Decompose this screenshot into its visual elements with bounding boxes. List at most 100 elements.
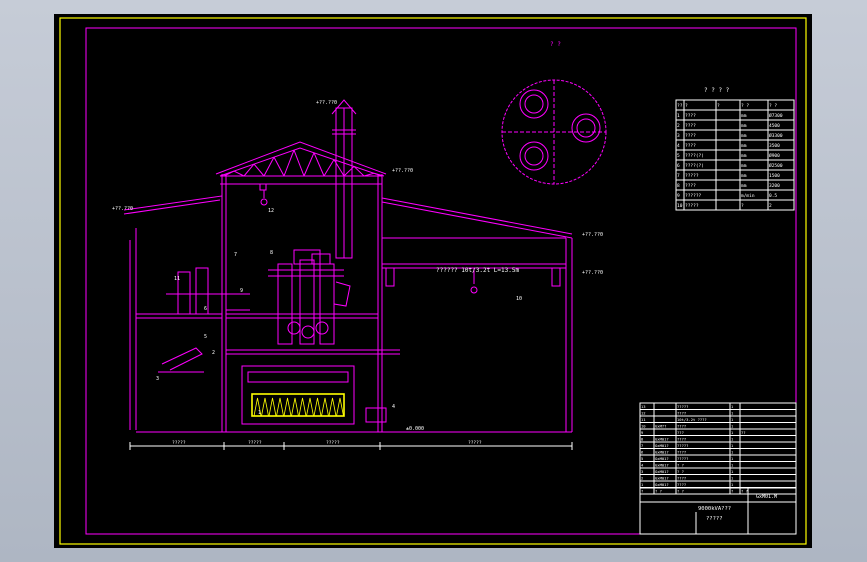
params-cell: mm — [741, 124, 747, 129]
overhead-crane — [382, 263, 566, 294]
part-callout: 6 — [204, 306, 207, 312]
parts-cell: 1 — [731, 411, 734, 416]
parts-cell: 1 — [731, 456, 734, 461]
parts-cell: 1 — [731, 482, 734, 487]
part-callout: 8 — [270, 250, 273, 256]
elev-right-top: +??.??0 — [582, 232, 603, 238]
dim-3: ????? — [326, 440, 340, 446]
parts-cell: ???? — [677, 437, 686, 442]
parts-cell: 12 — [641, 411, 646, 416]
drawing-number: GxM01.M — [756, 494, 777, 500]
params-cell: 3200 — [769, 183, 780, 189]
parts-cell: 10t/3.2t ???? — [677, 417, 707, 422]
parts-cell: 1 — [731, 469, 734, 474]
parts-cell: 1 — [731, 430, 734, 435]
parts-cell: GxM?? — [655, 424, 666, 429]
left-roof — [123, 184, 223, 211]
parts-cell: 11 — [641, 417, 646, 422]
parts-cell: 4 — [641, 463, 644, 468]
title-block: GxM01.M 9000kVA??? ????? — [639, 487, 797, 535]
parts-cell: GxM01? — [655, 450, 669, 455]
parts-cell: GxM01? — [655, 437, 669, 442]
params-header-cell: ? ? — [741, 103, 749, 109]
part-callout: 1 — [258, 410, 261, 416]
params-cell: Ø900 — [769, 152, 780, 159]
parts-cell: 1 — [731, 450, 734, 455]
params-cell: mm — [741, 144, 747, 149]
parts-cell: GxM01? — [655, 469, 669, 474]
elev-roof-ridge: +??.??0 — [392, 168, 413, 174]
part-callout: 7 — [234, 252, 237, 258]
parts-cell: ???? — [677, 424, 686, 429]
elev-floor: ±0.000 — [406, 426, 424, 432]
params-cell: ???? — [685, 123, 696, 129]
feeding-equipment — [158, 267, 250, 373]
params-cell: 9 — [677, 193, 680, 199]
params-cell: mm — [741, 184, 747, 189]
furnace-body — [241, 365, 387, 425]
parts-header-cell: ? ? — [741, 489, 748, 494]
params-cell: 5 — [677, 153, 680, 159]
parts-header-cell: ? — [731, 489, 733, 494]
params-cell: mm — [741, 134, 747, 139]
parts-cell: 1 — [731, 476, 734, 481]
parts-cell: 1 — [731, 404, 734, 409]
parts-cell: 7 — [641, 443, 643, 448]
parts-cell: 1 — [731, 443, 734, 448]
params-cell: ?????? — [685, 193, 702, 199]
parts-cell: GxM01? — [655, 482, 669, 487]
params-cell: 1500 — [769, 173, 780, 179]
parts-cell: 13 — [641, 404, 646, 409]
params-cell: mm — [741, 114, 747, 119]
parts-header-cell: ? ? — [655, 489, 662, 494]
parts-cell: 1 — [731, 463, 734, 468]
dim-1: ????? — [172, 440, 186, 446]
outer-frame — [59, 17, 807, 545]
parts-cell: ???? — [677, 482, 686, 487]
part-callout: 10 — [516, 296, 522, 302]
parts-cell: ????? — [677, 443, 688, 448]
parts-cell: 3 — [641, 469, 643, 474]
parts-cell: ???? — [677, 450, 686, 455]
dim-4: ????? — [468, 440, 482, 446]
params-cell: 3 — [677, 133, 680, 139]
params-cell: mm — [741, 154, 747, 159]
params-cell: ????(?) — [685, 153, 704, 159]
parts-cell: 9 — [641, 430, 644, 435]
parts-cell: 5 — [641, 456, 643, 461]
title-line-1: 9000kVA??? — [698, 506, 731, 512]
params-header-cell: ? — [685, 103, 688, 109]
drawing-canvas[interactable]: ????? ????? ????? ????? +??.??0 +??.??0 … — [54, 14, 812, 548]
parts-cell: GxM01? — [655, 443, 669, 448]
detail-view-electrode-arrangement: ? ? — [501, 41, 607, 185]
parts-cell: ?? — [741, 430, 746, 435]
elev-crane-rail: +??.??0 — [582, 270, 603, 276]
parts-cell: ? ? — [677, 469, 684, 474]
params-cell: Ø2500 — [769, 162, 783, 169]
part-callout: 12 — [268, 208, 274, 214]
crane-label: ?????? 10t/3.2t L=13.5m — [436, 267, 519, 274]
detail-label: ? ? — [550, 41, 561, 48]
params-cell: mm — [741, 174, 747, 179]
params-cell: 7 — [677, 173, 680, 179]
params-cell: ????? — [685, 203, 699, 209]
parts-cell: 1 — [641, 482, 644, 487]
parts-cell: ???? — [677, 476, 686, 481]
params-cell: mm — [741, 164, 747, 169]
params-header-cell: ? ? — [769, 103, 777, 109]
params-cell: 2 — [769, 203, 772, 209]
title-line-2: ????? — [706, 516, 723, 522]
params-cell: ???? — [685, 113, 696, 119]
drawing-sheet[interactable]: ????? ????? ????? ????? +??.??0 +??.??0 … — [54, 14, 812, 548]
parts-header-cell: ? ? — [677, 489, 684, 494]
parts-cell: ???? — [677, 411, 686, 416]
roof-truss — [215, 141, 387, 185]
params-header-cell: ?? — [677, 103, 683, 109]
elev-chimney-top: +??.??0 — [316, 100, 337, 106]
params-cell: 8 — [677, 183, 680, 189]
dimension-lines: ????? ????? ????? ????? — [129, 440, 573, 450]
part-callout: 2 — [212, 350, 215, 356]
